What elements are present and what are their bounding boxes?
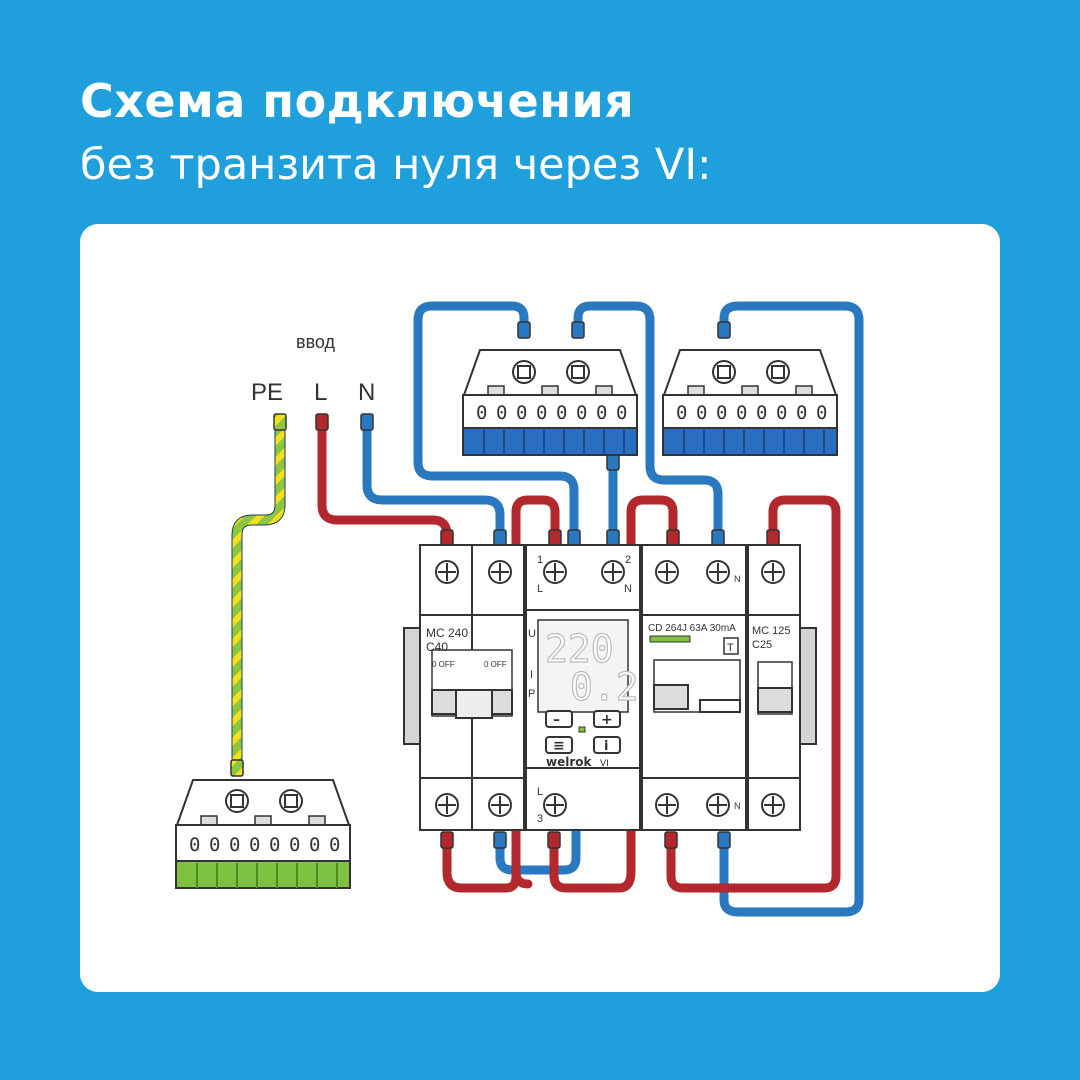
relay-l-top: L [537,583,543,595]
breaker-mc125 [747,544,801,831]
relay-p-label: P [528,688,535,700]
svg-text:0: 0 [536,402,547,424]
relay-display-current: 0.2 [570,665,639,709]
relay-terminal-1: 1 [537,554,543,566]
breaker2-rating: C25 [752,639,772,651]
rcd-test-button[interactable]: T [727,642,734,654]
relay-menu-button[interactable]: ≡ [553,738,565,754]
svg-text:0: 0 [249,834,260,856]
page-subtitle: без транзита нуля через VI: [80,140,712,190]
relay-l-bottom: L [537,786,543,798]
svg-text:0: 0 [776,402,787,424]
svg-text:0: 0 [676,402,687,424]
page-title: Схема подключения [80,74,635,128]
svg-text:0: 0 [209,834,220,856]
svg-text:0: 0 [616,402,627,424]
svg-text:0: 0 [736,402,747,424]
relay-plus-button[interactable]: + [601,712,613,728]
rcd-n-bottom: N [734,801,741,811]
svg-text:0: 0 [269,834,280,856]
breaker-mc240 [419,544,525,831]
svg-text:0: 0 [756,402,767,424]
svg-text:0: 0 [556,402,567,424]
svg-text:0: 0 [796,402,807,424]
svg-text:0: 0 [329,834,340,856]
relay-terminal-2: 2 [625,554,631,566]
svg-text:0: 0 [596,402,607,424]
pe-wire [232,415,285,775]
relay-model: VI [600,759,609,769]
svg-text:0: 0 [516,402,527,424]
breaker1-off-a: 0 OFF [432,660,455,669]
svg-text:0: 0 [476,402,487,424]
svg-text:0: 0 [496,402,507,424]
svg-text:0: 0 [289,834,300,856]
terminal-screws [435,560,785,817]
voltage-relay-vi [525,544,641,831]
svg-text:0: 0 [229,834,240,856]
svg-text:0: 0 [816,402,827,424]
l-label: L [314,379,327,406]
pe-label: PE [251,379,283,406]
breaker2-model: MC 125 [752,625,791,637]
relay-display-voltage: 220 [545,627,614,671]
rcd-n-top: N [734,574,741,584]
svg-text:0: 0 [716,402,727,424]
relay-u-label: U [528,628,536,640]
relay-brand: welrok [546,755,593,769]
relay-info-button[interactable]: i [604,739,608,754]
rcd-spec: CD 264J 63A 30mA [648,623,736,634]
rcd-cd264j [641,544,747,831]
breaker1-off-b: 0 OFF [484,660,507,669]
svg-text:0: 0 [576,402,587,424]
n-label: N [358,379,375,406]
breaker1-rating: C40 [426,640,448,654]
input-caption: ввод [296,332,336,352]
relay-n-top: N [624,583,632,595]
svg-text:0: 0 [189,834,200,856]
relay-terminal-3: 3 [537,813,543,825]
relay-i-label: I [530,669,533,681]
svg-text:0: 0 [696,402,707,424]
svg-text:0: 0 [309,834,320,856]
breaker1-model: MC 240 [426,626,468,640]
relay-minus-button[interactable]: – [553,712,560,728]
